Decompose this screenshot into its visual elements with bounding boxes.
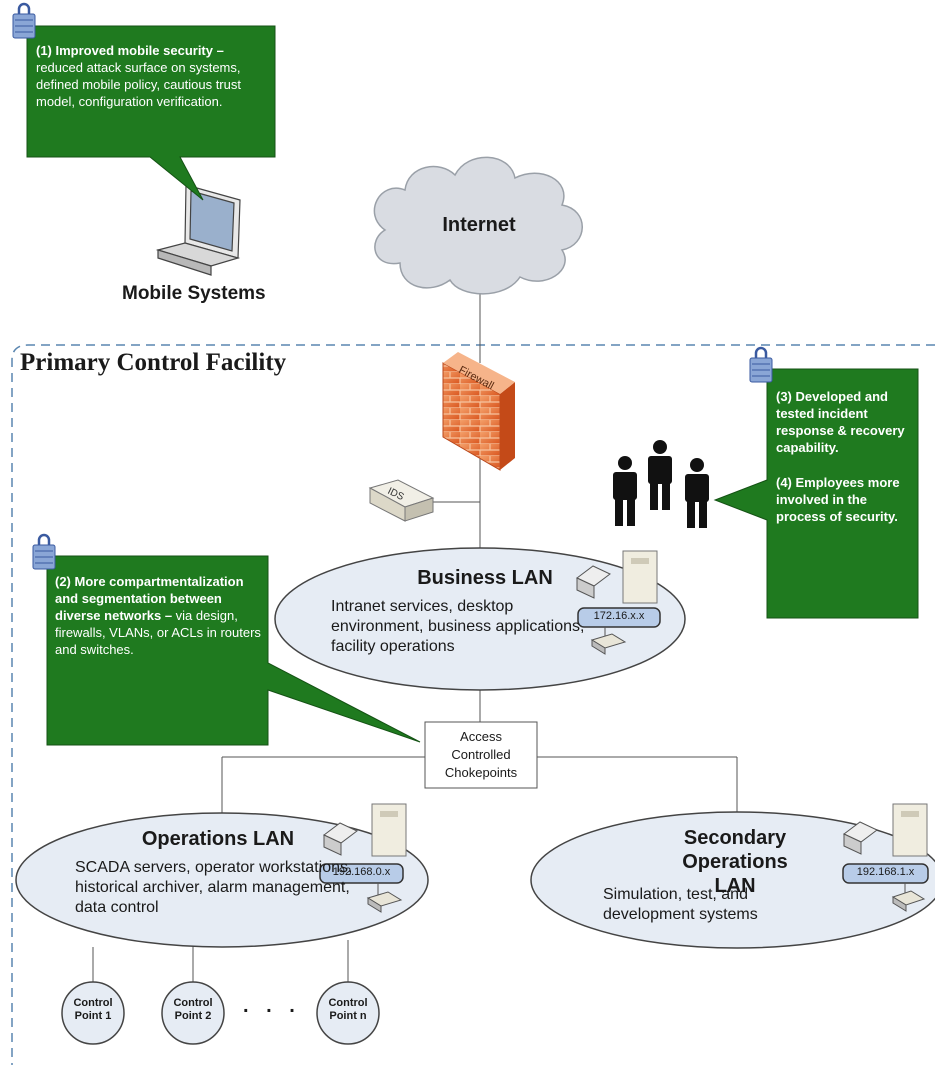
callout-2: (2) More compartmentalization and segmen…: [55, 573, 265, 658]
callout-3-box: [713, 368, 919, 619]
control-point-circle-2: [161, 981, 225, 1045]
callout-2-bold: (2) More compartmentalization and segmen…: [55, 574, 244, 623]
secondary-lan-ellipse: [530, 811, 935, 949]
control-point-ellipsis: . . .: [243, 995, 301, 1017]
callout-1-text: reduced attack surface on systems, defin…: [36, 60, 241, 109]
callout-1-bold: (1) Improved mobile security –: [36, 43, 224, 58]
control-point-circle-1: [61, 981, 125, 1045]
callout-2-text: via design, firewalls, VLANs, or ACLs in…: [55, 608, 261, 657]
chokepoint-box: [424, 721, 538, 789]
laptop-icon: [155, 184, 241, 276]
callout-2-box: [46, 555, 421, 746]
people-icon: [613, 440, 709, 528]
facility-heading: Primary Control Facility: [20, 349, 287, 376]
operations-lan-devices: [319, 803, 407, 913]
secondary-lan-description: Simulation, test, and development system…: [603, 886, 758, 923]
firewall-icon: [442, 352, 515, 471]
callout-3-part1: (3) Developed and tested incident respon…: [776, 389, 905, 455]
secondary-lan-ip: 192.168.1.x: [856, 866, 915, 878]
callout-3: (3) Developed and tested incident respon…: [776, 388, 908, 525]
callout-1: (1) Improved mobile security – reduced a…: [36, 42, 268, 110]
business-lan-title: Business LAN: [417, 567, 553, 589]
internet-label: Internet: [442, 214, 516, 236]
secondary-lan-title: Secondary Operations LAN: [682, 827, 788, 897]
connection-lines: [92, 285, 738, 983]
control-point-2-label: Control Point 2: [173, 997, 213, 1022]
facility-boundary: [11, 344, 935, 1065]
operations-lan-ip: 192.168.0.x: [332, 866, 391, 878]
lock-icon-2: [32, 533, 56, 570]
operations-lan-title: Operations LAN: [141, 828, 295, 850]
callout-3-part2: (4) Employees more involved in the proce…: [776, 475, 900, 524]
callout-1-box: [26, 25, 276, 201]
business-lan-description: Intranet services, desktop environment, …: [331, 598, 585, 655]
lock-icon-1: [12, 2, 36, 39]
secondary-lan-devices: [842, 803, 929, 912]
business-lan-ip: 172.16.x.x: [593, 610, 645, 622]
mobile-systems-label: Mobile Systems: [122, 283, 266, 304]
control-point-1-label: Control Point 1: [73, 997, 113, 1022]
ids-icon: [368, 479, 435, 522]
chokepoint-label: Access Controlled Chokepoints: [444, 729, 518, 780]
business-lan-devices: [576, 550, 661, 655]
internet-cloud: [373, 156, 583, 295]
control-point-circle-n: [316, 981, 380, 1045]
operations-lan-description: SCADA servers, operator workstations, hi…: [75, 859, 353, 916]
control-point-n-label: Control Point n: [328, 997, 368, 1022]
lock-icon-3: [749, 346, 773, 383]
